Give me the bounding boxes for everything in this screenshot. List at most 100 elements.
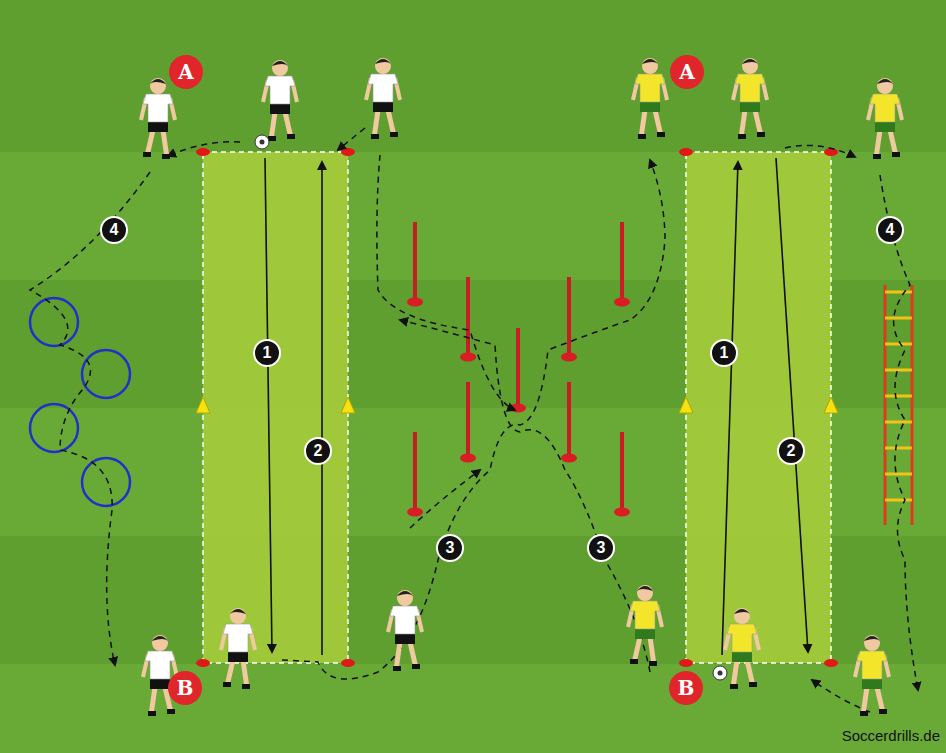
shape bbox=[374, 110, 378, 138]
shape bbox=[375, 59, 391, 64]
disc-cone bbox=[679, 659, 693, 667]
player-figure bbox=[725, 608, 759, 689]
shape bbox=[151, 687, 155, 715]
shape bbox=[857, 651, 887, 679]
slalom-pole bbox=[620, 222, 624, 302]
shape bbox=[863, 687, 867, 715]
callout-number: 2 bbox=[304, 437, 332, 465]
disc-cone bbox=[341, 148, 355, 156]
ladder-rung bbox=[885, 369, 912, 372]
shape bbox=[397, 590, 413, 606]
disc-cone bbox=[196, 659, 210, 667]
pole-base bbox=[561, 454, 577, 463]
shape bbox=[223, 682, 231, 687]
shape bbox=[734, 609, 750, 614]
pole-base bbox=[561, 353, 577, 362]
shape bbox=[230, 608, 246, 624]
disc-cone bbox=[824, 659, 838, 667]
shape bbox=[650, 637, 654, 665]
shape bbox=[265, 76, 295, 104]
pole-base bbox=[614, 298, 630, 307]
pole-base bbox=[460, 353, 476, 362]
shape bbox=[730, 684, 738, 689]
balls bbox=[255, 135, 727, 680]
shape bbox=[167, 709, 175, 714]
ladder-rung bbox=[885, 291, 912, 294]
shape bbox=[649, 661, 657, 666]
player-figure bbox=[633, 58, 667, 139]
shape bbox=[864, 636, 880, 641]
shape bbox=[150, 79, 166, 84]
pole-base bbox=[614, 508, 630, 517]
ladder-rung bbox=[885, 447, 912, 450]
shape bbox=[757, 132, 765, 137]
disc-cone bbox=[679, 148, 693, 156]
shape bbox=[150, 78, 166, 94]
player-figure bbox=[628, 585, 662, 666]
shape bbox=[641, 110, 645, 138]
slalom-pole bbox=[413, 432, 417, 512]
shape bbox=[637, 585, 653, 601]
ladder-rung bbox=[885, 317, 912, 320]
shape bbox=[638, 134, 646, 139]
disc-cone bbox=[196, 148, 210, 156]
group-badge: A bbox=[670, 55, 704, 89]
ladder-rung bbox=[885, 343, 912, 346]
shape bbox=[152, 636, 168, 641]
callout-number: 1 bbox=[253, 339, 281, 367]
shape bbox=[734, 608, 750, 624]
shape bbox=[152, 635, 168, 651]
shape bbox=[892, 152, 900, 157]
shape bbox=[876, 130, 880, 158]
player-figure bbox=[366, 58, 400, 139]
shape bbox=[287, 134, 295, 139]
callout-number: 2 bbox=[777, 437, 805, 465]
callout-number: 4 bbox=[876, 216, 904, 244]
shape bbox=[243, 660, 247, 688]
shape bbox=[727, 624, 757, 652]
callout-number: 3 bbox=[587, 534, 615, 562]
shape bbox=[143, 94, 173, 122]
pole-base bbox=[460, 454, 476, 463]
ladder-rung bbox=[885, 395, 912, 398]
slalom-pole bbox=[466, 277, 470, 357]
shape bbox=[741, 110, 745, 138]
shape bbox=[242, 684, 250, 689]
shape bbox=[873, 154, 881, 159]
ladder-rung bbox=[885, 473, 912, 476]
player-figure bbox=[221, 608, 255, 689]
shape bbox=[390, 606, 420, 634]
player-figure bbox=[733, 58, 767, 139]
shape bbox=[877, 78, 893, 94]
disc-cone bbox=[341, 659, 355, 667]
shape bbox=[733, 660, 737, 688]
shape bbox=[230, 609, 246, 614]
shape bbox=[371, 134, 379, 139]
ladder-rung bbox=[885, 499, 912, 502]
shape bbox=[879, 709, 887, 714]
player-figure bbox=[263, 60, 297, 141]
agility-rings bbox=[30, 298, 130, 506]
watermark: Soccerdrills.de bbox=[842, 727, 940, 744]
run-paths bbox=[30, 128, 918, 712]
shape bbox=[271, 112, 275, 140]
player-figure bbox=[868, 78, 902, 159]
shape bbox=[637, 586, 653, 591]
shape bbox=[396, 642, 400, 670]
shape bbox=[742, 58, 758, 74]
marker-cone bbox=[341, 397, 355, 413]
ladder-rung bbox=[885, 421, 912, 424]
shape bbox=[272, 61, 288, 66]
shape bbox=[148, 711, 156, 716]
shape bbox=[738, 134, 746, 139]
group-badge: B bbox=[669, 671, 703, 705]
shape bbox=[368, 74, 398, 102]
shape bbox=[749, 682, 757, 687]
marker-cone bbox=[196, 397, 210, 413]
shape bbox=[642, 58, 658, 74]
shape bbox=[397, 591, 413, 596]
slalom-pole bbox=[567, 382, 571, 458]
group-badge: B bbox=[168, 671, 202, 705]
